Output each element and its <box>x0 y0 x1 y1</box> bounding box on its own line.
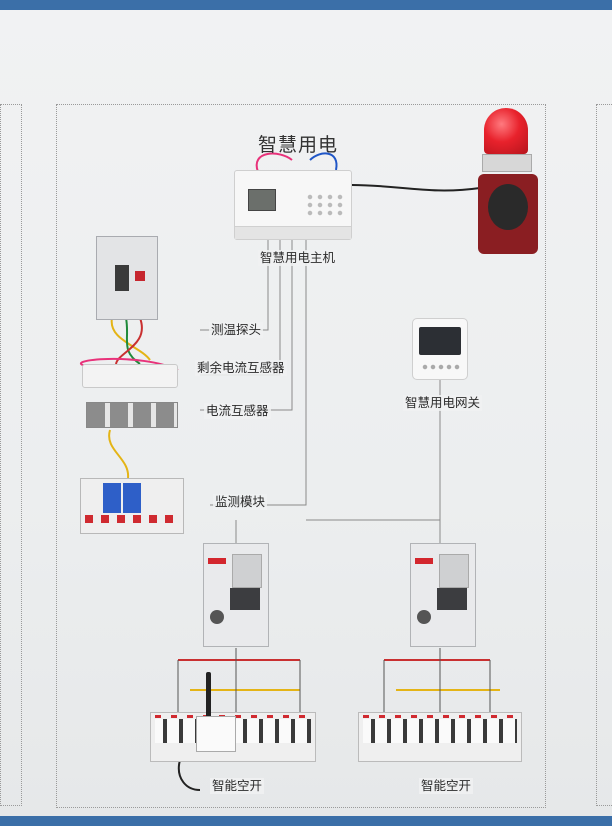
wireless-module <box>196 716 236 752</box>
monitoring-module-breakers <box>80 478 184 534</box>
diagram-panel <box>56 104 546 808</box>
alarm-siren-device <box>468 108 544 258</box>
yellow-wire-2 <box>108 429 130 479</box>
gateway-screen <box>419 327 461 355</box>
host-label: 智慧用电主机 <box>258 250 338 266</box>
antenna-icon <box>206 672 211 724</box>
smart-power-gateway-device <box>412 318 468 380</box>
current-transformers <box>86 402 178 428</box>
red-wire <box>115 317 143 365</box>
smart-switch-rail-right <box>358 712 522 762</box>
alarm-lamp-icon <box>484 108 528 154</box>
smart-switch-left-label: 智能空开 <box>210 778 265 794</box>
gateway-label: 智慧用电网关 <box>403 395 483 411</box>
residual-ct-label: 剩余电流互感器 <box>195 360 287 376</box>
speaker-horn-icon <box>478 174 538 254</box>
host-terminal-strip <box>235 226 351 239</box>
residual-current-transformer <box>82 364 178 388</box>
pink-wire <box>255 152 293 173</box>
temp-probe-label: 测温探头 <box>209 322 264 338</box>
host-screen <box>248 189 276 211</box>
smart-breaker-left <box>203 543 269 647</box>
yellow-wire-1 <box>110 317 151 361</box>
current-ct-label: 电流互感器 <box>204 403 271 419</box>
main-circuit-breaker <box>96 236 158 320</box>
smart-breaker-right <box>410 543 476 647</box>
blue-wire <box>309 152 338 171</box>
alarm-cable <box>351 184 481 192</box>
left-panel-edge <box>0 104 22 806</box>
right-panel-edge <box>596 104 612 806</box>
smart-switch-right-label: 智能空开 <box>419 778 474 794</box>
smart-power-host-device <box>234 170 352 240</box>
page-title: 智慧用电 <box>258 134 339 156</box>
gateway-buttons <box>421 363 461 371</box>
monitor-module-label: 监测模块 <box>213 494 268 510</box>
host-keypad <box>305 193 345 217</box>
